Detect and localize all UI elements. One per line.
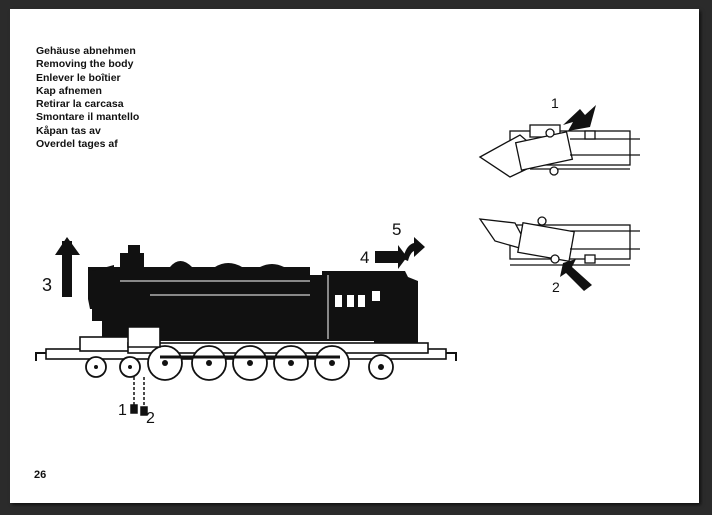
title-nl: Kap afnemen [36,84,102,97]
locomotive-illustration [35,105,640,416]
page-number: 26 [34,469,47,481]
detail-top-label: 1 [551,95,559,111]
couplers [35,352,457,361]
title-fr: Enlever le boîtier [36,71,121,84]
title-de: Gehäuse abnehmen [36,45,136,57]
step5-label: 5 [392,220,402,239]
detail-bottom-label: 2 [552,279,560,295]
cab-windows [335,291,380,307]
screw-icons [130,377,148,416]
multilingual-heading: Gehäuse abnehmen Removing the body Enlev… [36,45,139,151]
step4-label: 4 [360,248,370,267]
detail-view-top [478,124,640,178]
manual-page: Gehäuse abnehmen Removing the body Enlev… [10,9,699,503]
title-sv: Kåpan tas av [36,124,101,137]
cylinder [127,326,161,348]
slide-lift-arrow-icon [375,245,407,269]
locomotive-body [88,245,418,343]
detail-arrow-top-icon [563,105,596,131]
step2-loco-label: 2 [146,410,155,427]
boiler-details [120,275,329,339]
detail-view-bottom [478,216,640,266]
title-da: Overdel tages af [36,138,118,151]
wheel-hubs [94,360,384,370]
title-en: Removing the body [36,58,134,71]
detail-arrow-bottom-icon [560,259,592,291]
title-it: Smontare il mantello [36,111,140,124]
lift-rear-arrow-icon [403,237,425,261]
step1-loco-label: 1 [118,402,127,419]
step3-label: 3 [42,275,53,295]
title-es: Retirar la carcasa [36,98,124,111]
lift-arrow-icon [55,237,80,297]
